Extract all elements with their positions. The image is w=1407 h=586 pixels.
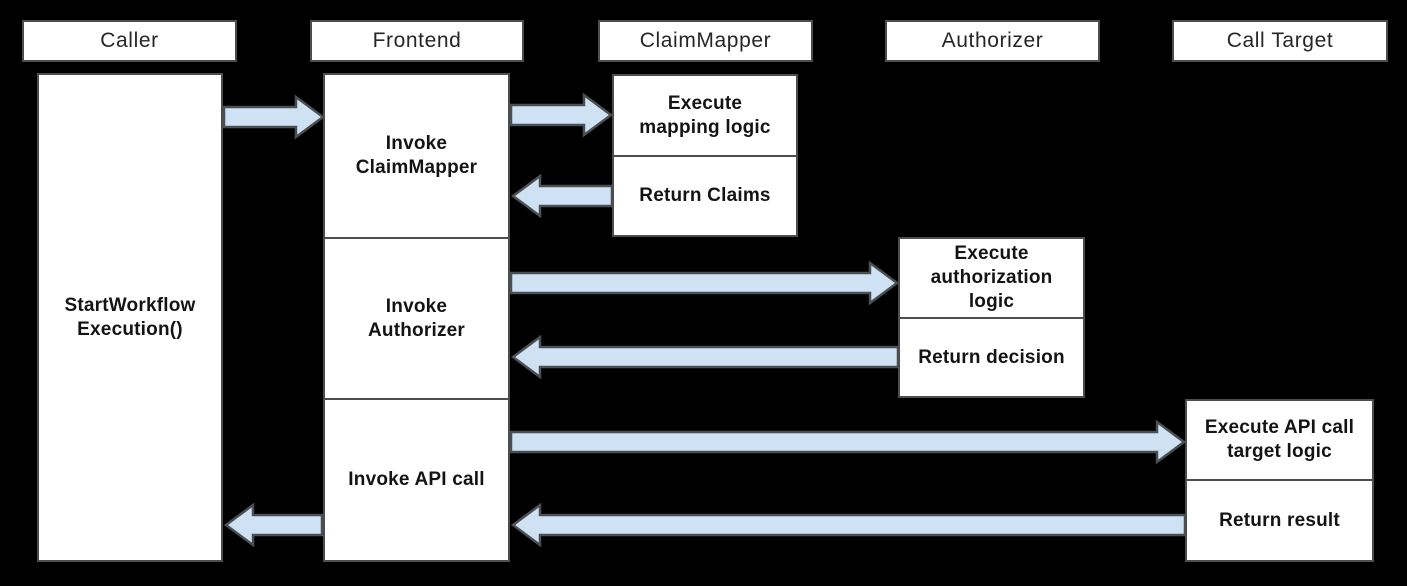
arrow-authorizer-return-decision-to-frontend — [510, 335, 899, 379]
arrow-frontend-to-calltarget — [510, 420, 1186, 464]
arrow-frontend-to-authorizer — [510, 261, 899, 305]
actor-header-claimmapper: ClaimMapper — [598, 20, 813, 62]
arrow-frontend-to-claimmapper — [510, 93, 613, 137]
calltarget-step-execute-api-call-target-logic: Execute API call target logic — [1185, 399, 1374, 481]
claimmapper-step-execute-mapping-logic: Execute mapping logic — [612, 74, 798, 157]
arrow-claimmapper-return-claims-to-frontend — [510, 174, 613, 218]
frontend-step-invoke-api-call: Invoke API call — [323, 398, 510, 562]
actor-header-calltarget: Call Target — [1172, 20, 1388, 62]
activation-caller-startworkflowexecution: StartWorkflow Execution() — [37, 73, 223, 562]
frontend-step-invoke-claimmapper: Invoke ClaimMapper — [323, 73, 510, 239]
arrow-frontend-return-to-caller — [223, 503, 323, 547]
authorizer-step-execute-authorization-logic: Execute authorization logic — [898, 237, 1085, 319]
frontend-step-invoke-authorizer: Invoke Authorizer — [323, 237, 510, 400]
arrow-calltarget-return-result-to-frontend — [510, 503, 1186, 547]
authorizer-step-return-decision: Return decision — [898, 317, 1085, 398]
arrow-caller-to-frontend — [223, 95, 325, 139]
actor-header-caller: Caller — [22, 20, 237, 62]
claimmapper-step-return-claims: Return Claims — [612, 155, 798, 237]
actor-header-frontend: Frontend — [310, 20, 524, 62]
actor-header-authorizer: Authorizer — [885, 20, 1100, 62]
calltarget-step-return-result: Return result — [1185, 479, 1374, 562]
